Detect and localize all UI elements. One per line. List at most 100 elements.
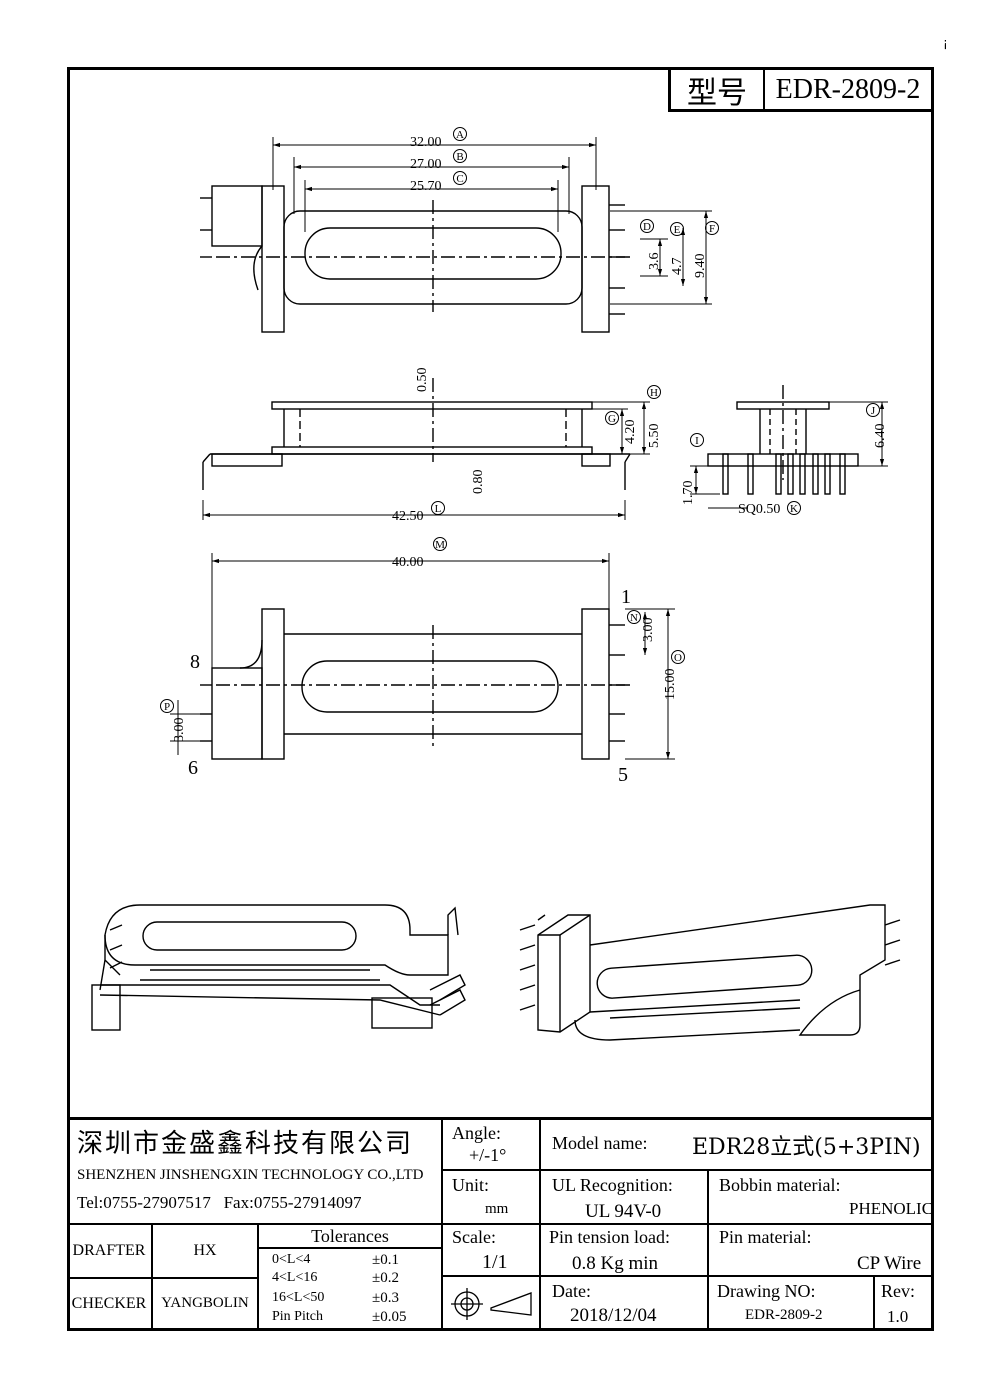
ref-J: J	[866, 403, 880, 417]
tol-value-2: ±0.2	[372, 1270, 399, 1286]
model-name-value: EDR28立式(5+3PIN)	[692, 1135, 921, 1160]
dim-G: 4.20	[623, 420, 638, 445]
drawing-frame	[67, 67, 934, 1331]
bottom-view	[170, 553, 675, 760]
svg-text:I: I	[695, 435, 699, 447]
tol-range-3: 16<L<50	[272, 1290, 325, 1305]
model-label: 型号	[671, 70, 765, 111]
tol-value-4: ±0.05	[372, 1309, 407, 1325]
svg-text:D: D	[643, 221, 651, 233]
dimension-labels: 32.00 27.00 25.70 3.6 4.7 9.40 0.50 4.20…	[172, 135, 888, 742]
ref-H: H	[647, 385, 661, 399]
top-view	[200, 137, 712, 333]
pin-5: 5	[618, 764, 628, 786]
ul-value: UL 94V-0	[585, 1201, 662, 1222]
dim-N: 3.00	[641, 618, 656, 643]
scale-value: 1/1	[482, 1251, 508, 1273]
svg-text:G: G	[608, 413, 616, 425]
projection-symbol	[451, 1288, 532, 1320]
dim-D: 3.6	[647, 253, 662, 271]
pin-1: 1	[621, 586, 631, 608]
svg-text:B: B	[456, 151, 463, 163]
drawing-no-value: EDR-2809-2	[745, 1307, 823, 1323]
ul-label: UL Recognition:	[552, 1175, 673, 1195]
svg-text:F: F	[709, 223, 715, 235]
tol-value-1: ±0.1	[372, 1252, 399, 1268]
date-value: 2018/12/04	[570, 1305, 657, 1326]
title-block: 深圳市金盛鑫科技有限公司 SHENZHEN JINSHENGXIN TECHNO…	[67, 1117, 934, 1331]
dim-J: 6.40	[873, 424, 888, 449]
ref-M: M	[433, 537, 447, 551]
svg-text:P: P	[164, 701, 170, 713]
dim-flange: 0.80	[471, 470, 486, 495]
dim-C: 25.70	[410, 179, 442, 194]
dim-top-gap: 0.50	[415, 368, 430, 393]
company-name-cn: 深圳市金盛鑫科技有限公司	[77, 1129, 414, 1159]
checker-label: CHECKER	[71, 1294, 147, 1312]
unit-value: mm	[485, 1201, 509, 1217]
bobbin-material-label: Bobbin material:	[719, 1175, 841, 1195]
iso-view-right	[519, 904, 901, 1041]
dim-A: 32.00	[410, 135, 442, 150]
pin-tension-label: Pin tension load:	[549, 1227, 670, 1247]
corner-mark: ¡	[943, 36, 948, 50]
pin-tension-value: 0.8 Kg min	[572, 1253, 659, 1274]
svg-text:L: L	[435, 503, 442, 515]
dim-I: 1.70	[681, 481, 696, 506]
pin-8: 8	[190, 651, 200, 673]
rev-label: Rev:	[881, 1281, 915, 1301]
rev-value: 1.0	[887, 1307, 909, 1326]
ref-A: A	[453, 127, 467, 141]
tol-range-2: 4<L<16	[272, 1270, 318, 1285]
ref-I: I	[690, 433, 704, 447]
bobbin-material-value: PHENOLIC	[849, 1199, 934, 1218]
ref-E: E	[670, 222, 684, 236]
model-name-label: Model name:	[552, 1133, 648, 1153]
angle-value: +/-1°	[469, 1145, 507, 1165]
ref-O: O	[671, 650, 685, 664]
model-box: 型号 EDR-2809-2	[668, 67, 934, 112]
svg-text:C: C	[456, 173, 463, 185]
checker-value: YANGBOLIN	[161, 1295, 249, 1311]
pin-material-label: Pin material:	[719, 1227, 812, 1247]
model-value: EDR-2809-2	[775, 73, 921, 105]
ref-B: B	[453, 149, 467, 163]
drafter-label: DRAFTER	[72, 1242, 146, 1259]
svg-text:K: K	[790, 503, 798, 515]
reference-letters: A B C D E F G H I J K L M N O P	[160, 127, 880, 713]
ref-D: D	[640, 219, 654, 233]
svg-text:J: J	[871, 405, 876, 417]
iso-view-left	[91, 904, 466, 1031]
svg-text:M: M	[435, 539, 445, 551]
tolerances-label: Tolerances	[311, 1225, 389, 1246]
unit-label: Unit:	[452, 1175, 490, 1195]
svg-text:O: O	[674, 652, 682, 664]
dim-K: SQ0.50	[738, 502, 780, 517]
ref-G: G	[605, 411, 619, 425]
tol-range-1: 0<L<4	[272, 1252, 311, 1267]
date-label: Date:	[552, 1281, 591, 1301]
dim-P: 3.00	[172, 718, 187, 743]
tol-value-3: ±0.3	[372, 1290, 399, 1306]
dim-H: 5.50	[647, 424, 662, 449]
pin-material-value: CP Wire	[857, 1253, 922, 1274]
scale-label: Scale:	[452, 1227, 496, 1247]
side-view	[202, 378, 650, 520]
ref-F: F	[705, 221, 719, 235]
ref-C: C	[453, 171, 467, 185]
svg-text:H: H	[650, 387, 658, 399]
tol-range-4: Pin Pitch	[272, 1309, 323, 1324]
drafter-value: HX	[193, 1242, 217, 1259]
pin-numbers: 1 8 6 5	[188, 586, 631, 786]
ref-N: N	[627, 610, 641, 624]
dim-E: 4.7	[670, 258, 685, 276]
end-view	[690, 385, 888, 509]
dim-B: 27.00	[410, 157, 442, 172]
dim-F: 9.40	[693, 254, 708, 279]
angle-label: Angle:	[452, 1123, 501, 1143]
ref-K: K	[787, 501, 801, 515]
ref-L: L	[431, 501, 445, 515]
svg-text:A: A	[456, 129, 464, 141]
company-name-en: SHENZHEN JINSHENGXIN TECHNOLOGY CO.,LTD	[77, 1167, 424, 1183]
